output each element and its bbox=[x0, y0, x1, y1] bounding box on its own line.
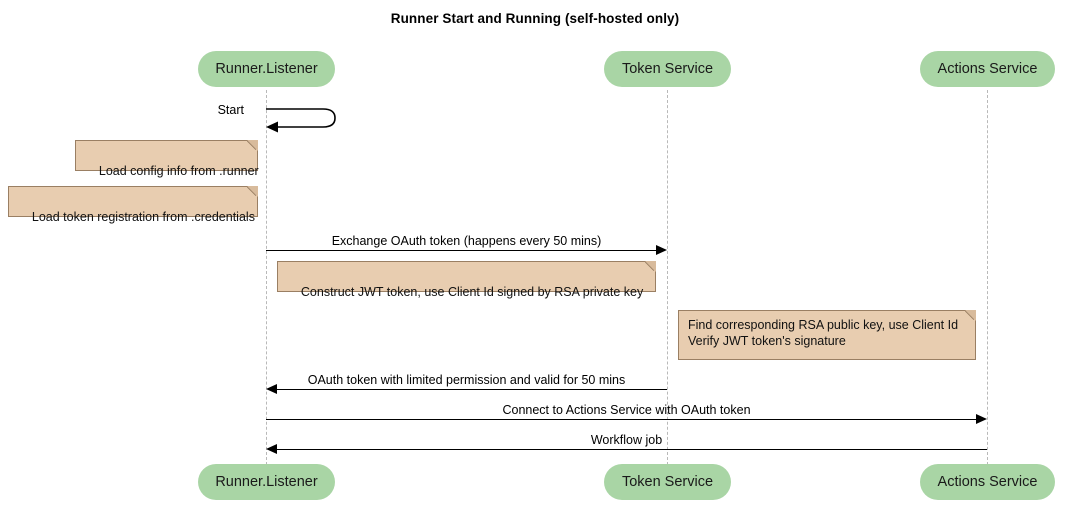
participant-actions-service-bottom[interactable]: Actions Service bbox=[920, 464, 1055, 500]
message-label-workflow-job: Workflow job bbox=[590, 433, 663, 447]
page-title: Runner Start and Running (self-hosted on… bbox=[390, 11, 680, 26]
message-label-exchange-oauth: Exchange OAuth token (happens every 50 m… bbox=[331, 234, 602, 248]
arrowhead-right-icon bbox=[656, 244, 667, 255]
note-text: Load token registration from .credential… bbox=[31, 210, 255, 224]
message-line-workflow-job bbox=[277, 449, 987, 450]
participant-runner-listener-bottom[interactable]: Runner.Listener bbox=[198, 464, 335, 500]
participant-actions-service-top[interactable]: Actions Service bbox=[920, 51, 1055, 87]
participant-label: Actions Service bbox=[937, 474, 1038, 490]
arrowhead-left-icon bbox=[266, 443, 277, 454]
message-line-connect-actions bbox=[266, 419, 976, 420]
note-fold-edge-icon bbox=[247, 186, 258, 197]
lifeline-runner bbox=[266, 90, 267, 465]
note-text-line-1: Find corresponding RSA public key, use C… bbox=[688, 318, 959, 332]
note-verify-jwt: Find corresponding RSA public key, use C… bbox=[678, 310, 976, 360]
note-load-token-registration: Load token registration from .credential… bbox=[8, 186, 258, 224]
note-text-line-2: Verify JWT token's signature bbox=[688, 334, 846, 348]
note-construct-jwt: Construct JWT token, use Client Id signe… bbox=[277, 261, 656, 299]
note-fold-edge-icon bbox=[247, 140, 258, 151]
message-line-oauth-token bbox=[277, 389, 667, 390]
lifeline-token-service bbox=[667, 90, 668, 465]
participant-runner-listener-top[interactable]: Runner.Listener bbox=[198, 51, 335, 87]
message-label-start: Start bbox=[217, 103, 244, 117]
participant-token-service-top[interactable]: Token Service bbox=[604, 51, 731, 87]
note-text: Load config info from .runner bbox=[98, 164, 259, 178]
note-load-config: Load config info from .runner bbox=[75, 140, 259, 178]
arrowhead-right-icon bbox=[976, 413, 987, 424]
participant-label: Token Service bbox=[621, 474, 714, 490]
arrowhead-left-icon bbox=[266, 383, 277, 394]
note-fold-edge-icon bbox=[965, 310, 976, 321]
participant-label: Runner.Listener bbox=[215, 474, 318, 490]
self-message-start bbox=[266, 103, 346, 140]
participant-label: Runner.Listener bbox=[215, 61, 318, 77]
participant-label: Token Service bbox=[621, 61, 714, 77]
participant-label: Actions Service bbox=[937, 61, 1038, 77]
note-text: Construct JWT token, use Client Id signe… bbox=[300, 285, 644, 299]
message-label-connect-actions: Connect to Actions Service with OAuth to… bbox=[502, 403, 751, 417]
lifeline-actions-service bbox=[987, 90, 988, 465]
message-line-exchange-oauth bbox=[266, 250, 656, 251]
self-loop-icon bbox=[266, 108, 336, 133]
message-label-oauth-token: OAuth token with limited permission and … bbox=[307, 373, 626, 387]
note-fold-edge-icon bbox=[645, 261, 656, 272]
participant-token-service-bottom[interactable]: Token Service bbox=[604, 464, 731, 500]
